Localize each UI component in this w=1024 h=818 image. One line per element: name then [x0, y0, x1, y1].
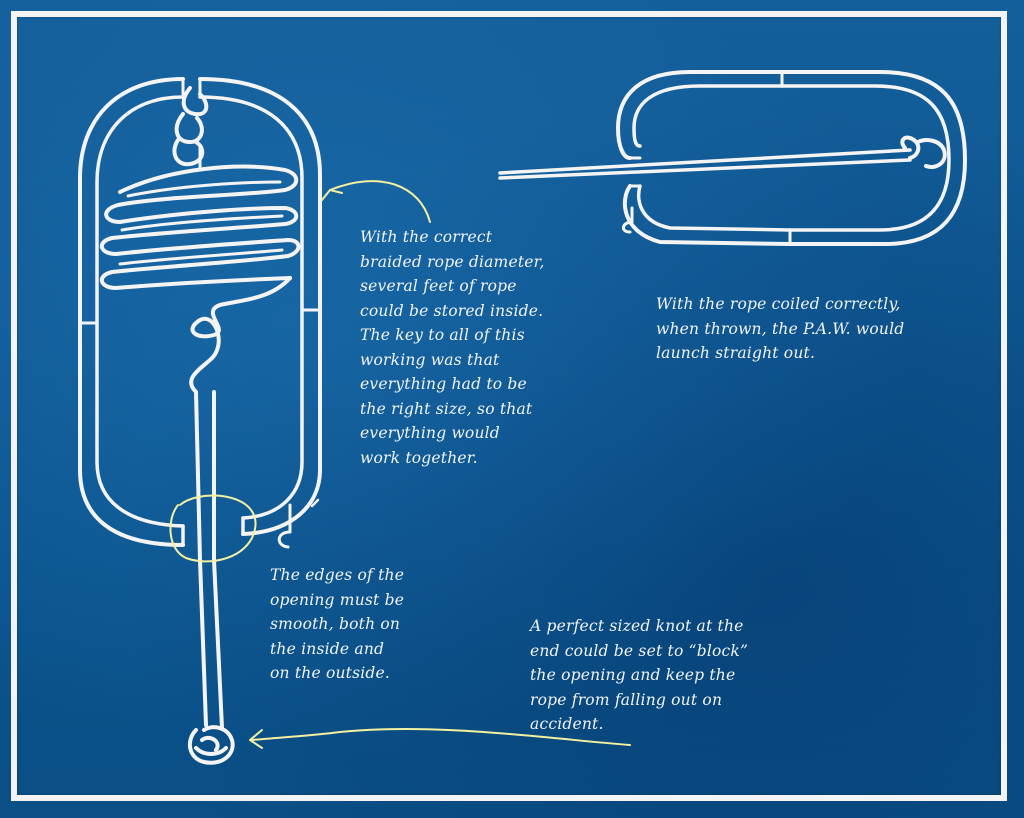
container-inner-left	[95, 95, 185, 528]
container-side-seams	[78, 308, 322, 325]
h-container-outer-right	[780, 70, 967, 246]
rope-coil	[100, 164, 301, 290]
knot-arrow	[251, 728, 631, 746]
container-opening-lips	[181, 516, 245, 547]
top-loop-knot	[172, 86, 209, 167]
h-container-inner-right	[780, 84, 951, 232]
h-container-seams	[628, 70, 792, 246]
container-inner-right	[198, 95, 304, 520]
h-rope-knot	[900, 135, 947, 169]
h-container-outer-top	[616, 70, 784, 160]
note-rope-launch: With the rope coiled correctly, when thr…	[656, 295, 905, 362]
note-opening-edges: The edges of the opening must be smooth,…	[270, 566, 405, 682]
knot-arrowhead	[249, 729, 263, 749]
h-container-outer-bottom	[622, 184, 792, 246]
h-container-inner-bottom	[636, 184, 792, 232]
h-container-hook	[622, 206, 634, 234]
note-rope-storage: With the correct braided rope diameter, …	[360, 228, 545, 467]
h-rope-launched	[498, 148, 912, 180]
container-outer-left	[78, 77, 185, 547]
end-knot	[187, 725, 235, 765]
highlight-callouts	[169, 180, 631, 749]
container-hook	[277, 503, 292, 549]
h-container-inner-top	[632, 84, 784, 148]
rope-wiggle	[189, 276, 292, 394]
vertical-container-sketch	[78, 77, 322, 765]
container-outer-right	[198, 77, 322, 536]
horizontal-container-sketch	[498, 70, 967, 246]
container-tab	[310, 498, 320, 508]
note-end-knot: A perfect sized knot at the end could be…	[530, 617, 749, 733]
storage-arrowhead	[321, 189, 343, 201]
storage-arrow	[329, 180, 431, 223]
opening-highlight-circle	[169, 494, 257, 563]
rope-coil-shading	[118, 180, 284, 266]
white-border-frame	[11, 11, 1007, 801]
